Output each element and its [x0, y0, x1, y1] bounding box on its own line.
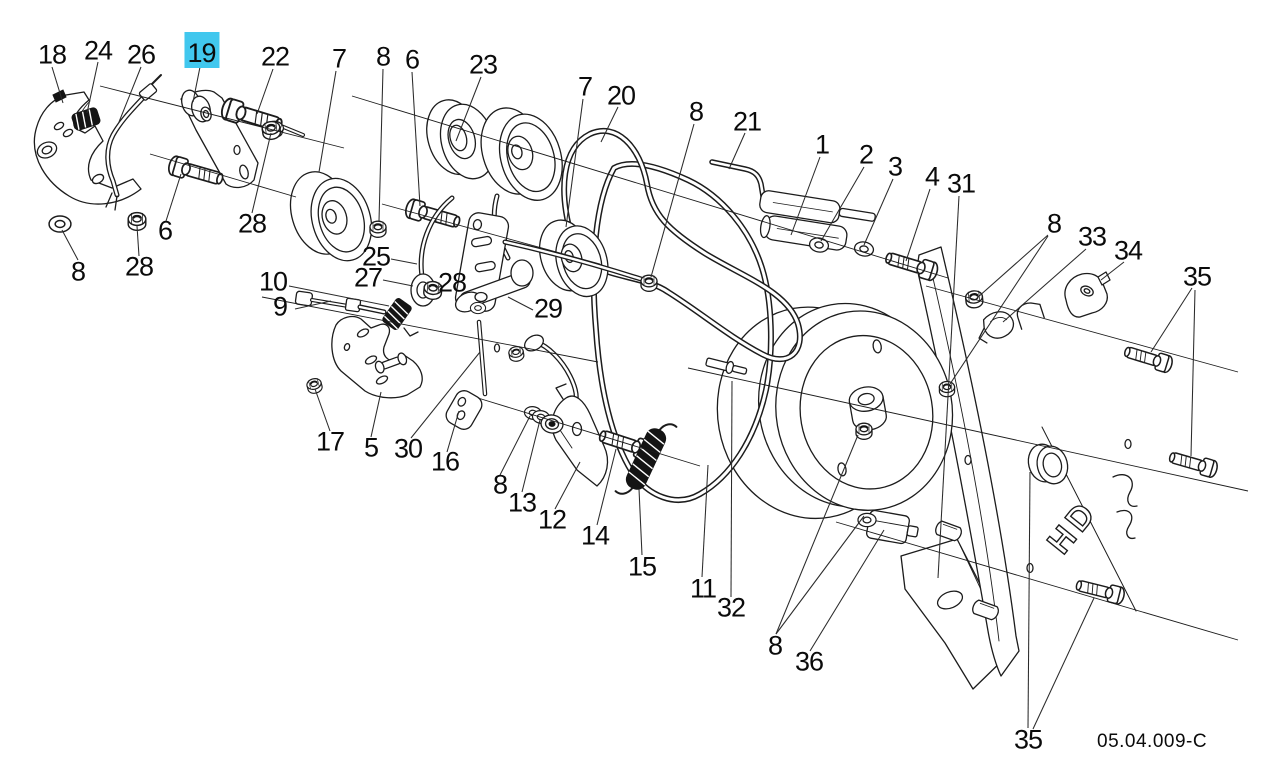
- part-label-22[interactable]: 22: [260, 41, 290, 72]
- part-label-17[interactable]: 17: [315, 426, 345, 457]
- part-label-20[interactable]: 20: [606, 80, 636, 111]
- part-label-4[interactable]: 4: [924, 161, 940, 192]
- part-label-35[interactable]: 35: [1013, 724, 1043, 755]
- part-label-32[interactable]: 32: [716, 592, 746, 623]
- part-label-6[interactable]: 6: [157, 215, 173, 246]
- part-label-26[interactable]: 26: [126, 39, 156, 70]
- part-label-24[interactable]: 24: [83, 35, 113, 66]
- part-label-1[interactable]: 1: [814, 129, 830, 160]
- part-label-25[interactable]: 25: [361, 241, 391, 272]
- part-label-3[interactable]: 3: [887, 151, 903, 182]
- part-label-28[interactable]: 28: [237, 208, 267, 239]
- part-label-8[interactable]: 8: [1046, 208, 1062, 239]
- part-label-31[interactable]: 31: [946, 168, 976, 199]
- part-label-8[interactable]: 8: [375, 41, 391, 72]
- part-label-5[interactable]: 5: [363, 432, 379, 463]
- part-label-14[interactable]: 14: [580, 520, 610, 551]
- part-label-8[interactable]: 8: [70, 256, 86, 287]
- part-label-7[interactable]: 7: [331, 43, 347, 74]
- part-label-30[interactable]: 30: [393, 433, 423, 464]
- part-label-36[interactable]: 36: [794, 646, 824, 677]
- part-label-10[interactable]: 10: [258, 266, 288, 297]
- part-label-27[interactable]: 27: [353, 262, 383, 293]
- part-label-23[interactable]: 23: [468, 49, 498, 80]
- part-label-18[interactable]: 18: [37, 39, 67, 70]
- part-label-9[interactable]: 9: [272, 291, 288, 322]
- part-label-7[interactable]: 7: [577, 71, 593, 102]
- part-label-21[interactable]: 21: [732, 106, 762, 137]
- part-label-19[interactable]: 19: [184, 32, 220, 68]
- part-label-35[interactable]: 35: [1182, 261, 1212, 292]
- part-label-34[interactable]: 34: [1113, 235, 1143, 266]
- drawing-code: 05.04.009-C: [1097, 731, 1208, 752]
- part-label-28[interactable]: 28: [124, 251, 154, 282]
- part-label-29[interactable]: 29: [533, 293, 563, 324]
- part-label-8[interactable]: 8: [688, 96, 704, 127]
- part-label-8[interactable]: 8: [492, 469, 508, 500]
- part-label-16[interactable]: 16: [430, 446, 460, 477]
- part-label-12[interactable]: 12: [537, 504, 567, 535]
- part-label-2[interactable]: 2: [858, 139, 874, 170]
- part-label-13[interactable]: 13: [507, 487, 537, 518]
- part-label-28[interactable]: 28: [437, 267, 467, 298]
- part-label-6[interactable]: 6: [404, 44, 420, 75]
- part-label-33[interactable]: 33: [1077, 221, 1107, 252]
- part-label-8[interactable]: 8: [767, 630, 783, 661]
- part-label-15[interactable]: 15: [627, 551, 657, 582]
- part-label-11[interactable]: 11: [689, 573, 717, 604]
